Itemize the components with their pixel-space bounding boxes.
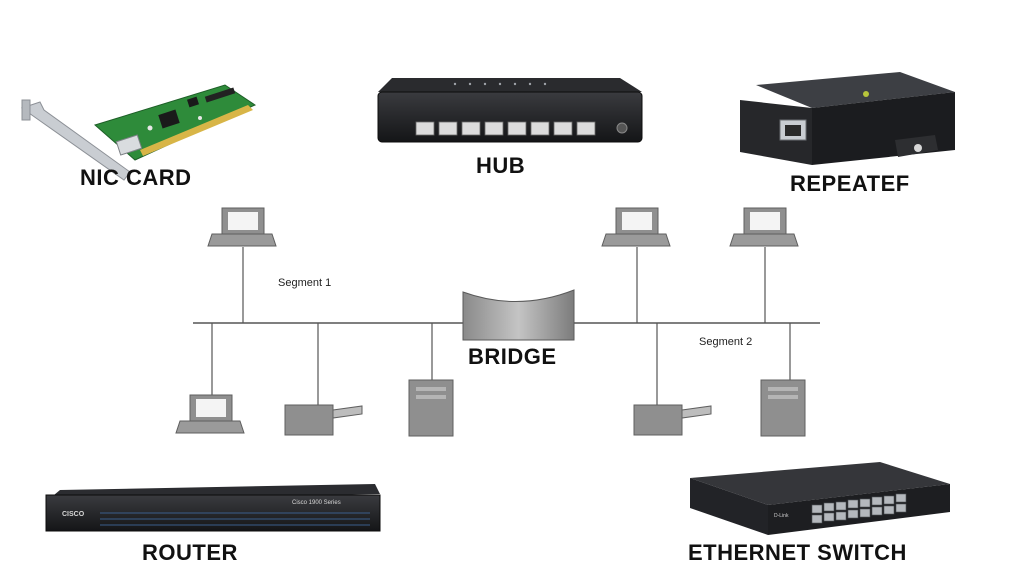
hub-image <box>377 78 643 143</box>
printer-icon <box>633 404 712 436</box>
ethernet-switch-image: D-Link <box>690 462 950 535</box>
bridge-icon <box>462 289 575 341</box>
bridge-label: BRIDGE <box>468 344 557 369</box>
hub-label: HUB <box>476 153 526 178</box>
nic-card-label: NIC CARD <box>80 165 192 190</box>
printer-icon <box>284 404 363 436</box>
router-model-text: Cisco 1900 Series <box>292 500 341 506</box>
switch-brand-text: D-Link <box>774 513 789 519</box>
ethernet-switch-label: ETHERNET SWITCH <box>688 540 907 565</box>
router-label: ROUTER <box>142 540 238 565</box>
server-icon <box>408 379 454 437</box>
computer-icon <box>207 207 277 247</box>
router-brand-text: CISCO <box>62 511 85 518</box>
server-icon <box>760 379 806 437</box>
computer-icon <box>729 207 799 247</box>
computer-icon <box>601 207 671 247</box>
nic-card-image <box>20 84 257 181</box>
computer-icon <box>175 394 245 434</box>
repeater-label: REPEATEF <box>790 171 910 196</box>
bus-diagram <box>175 207 820 437</box>
repeater-image <box>740 72 955 165</box>
segment-1-label: Segment 1 <box>278 277 332 289</box>
segment-2-label: Segment 2 <box>699 336 753 348</box>
router-image: CISCO Cisco 1900 Series <box>45 484 381 532</box>
